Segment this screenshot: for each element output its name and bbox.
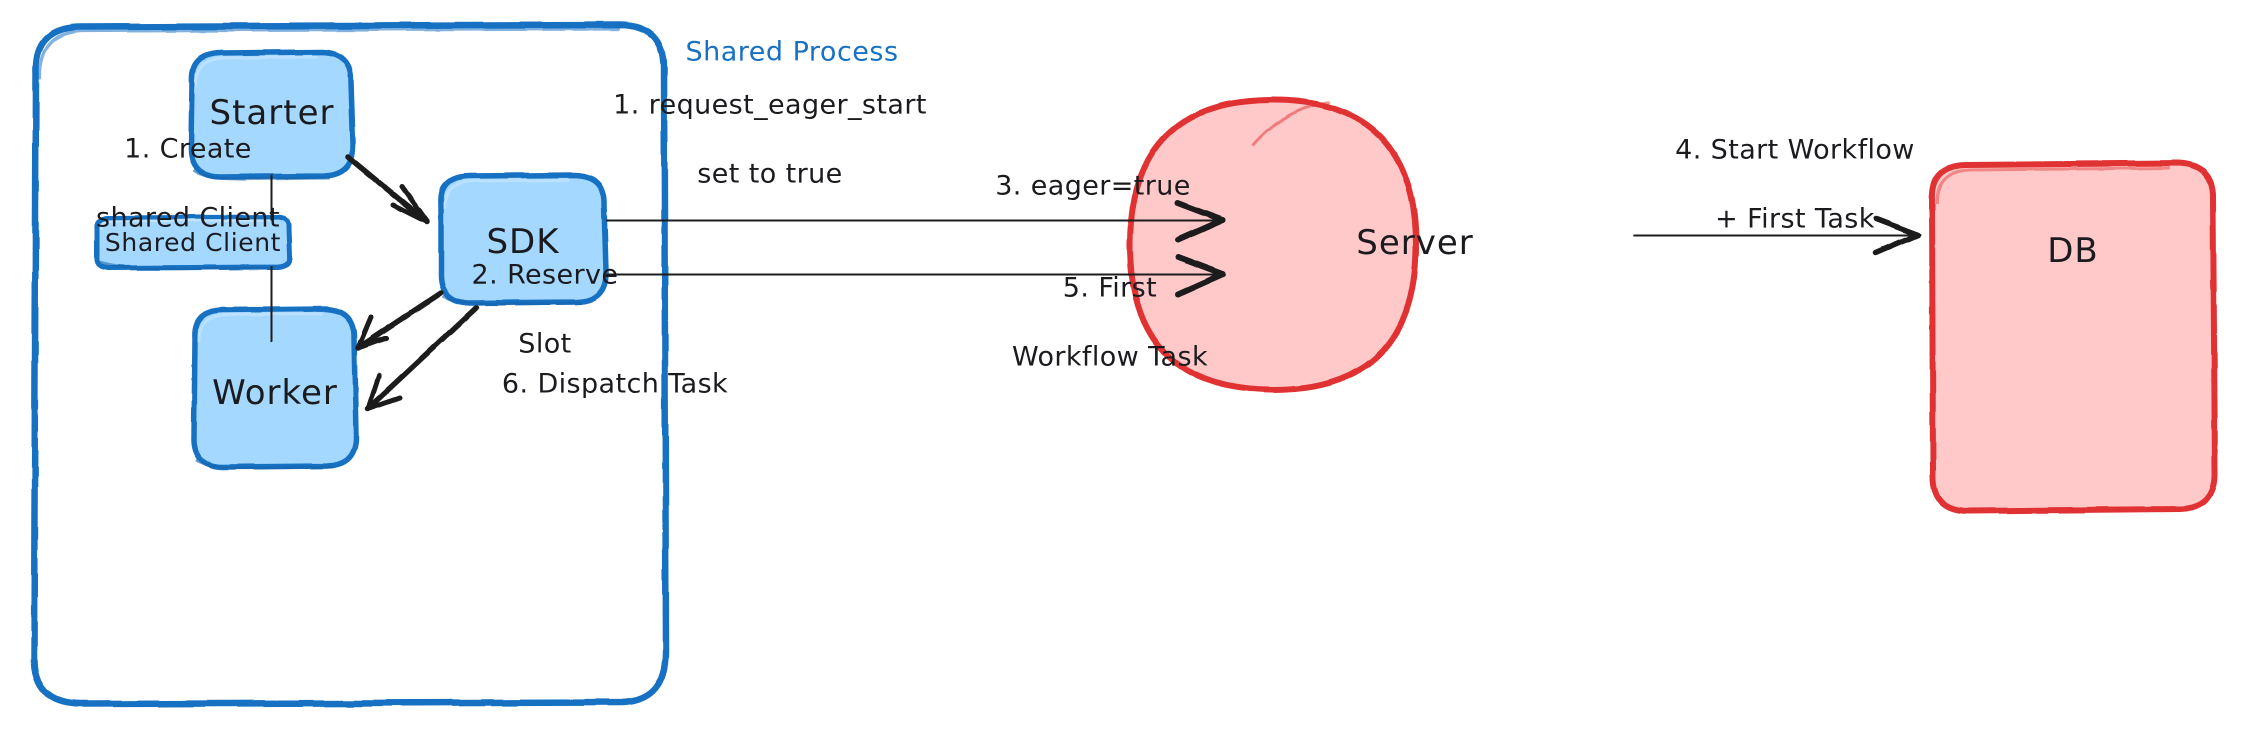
edge-server-to-db xyxy=(1633,216,1921,256)
node-worker[interactable] xyxy=(191,306,359,470)
edge-sdk-to-server-eager xyxy=(606,200,1226,243)
edge-starter-shared-client-worker xyxy=(268,174,275,343)
edge-sdk-to-worker-dispatch xyxy=(365,305,479,412)
node-starter[interactable] xyxy=(188,49,356,181)
edge-starter-to-sdk xyxy=(345,154,430,225)
node-sdk[interactable] xyxy=(438,172,609,306)
edge-server-to-sdk-firsttask xyxy=(606,254,1226,297)
node-db[interactable] xyxy=(1928,160,2219,514)
node-server[interactable] xyxy=(1127,97,1419,393)
edge-sdk-to-worker-reserve xyxy=(355,290,444,351)
node-shared-client[interactable] xyxy=(94,214,293,271)
